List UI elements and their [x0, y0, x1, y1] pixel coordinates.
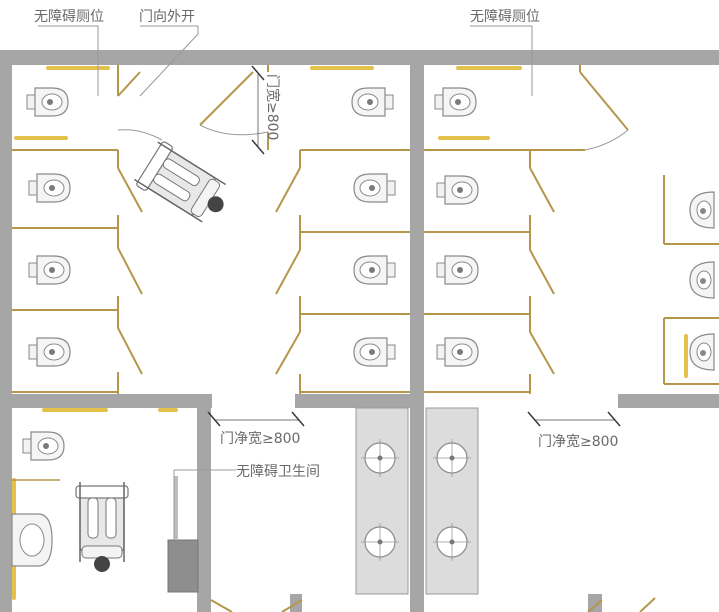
label-accessible-stall-right: 无障碍厕位	[470, 9, 540, 25]
wash-counters	[355, 407, 479, 595]
label-door-clear-width-left: 门净宽≥800	[220, 430, 300, 447]
accessible-washroom-fittings	[12, 476, 199, 593]
urinal-icon	[689, 191, 715, 371]
label-door-clear-width-right: 门净宽≥800	[538, 433, 618, 450]
dimension-markers	[207, 65, 621, 427]
walls	[0, 50, 719, 612]
label-door-width-vertical: 门宽≥800	[264, 74, 281, 140]
leader-lines	[38, 25, 533, 540]
washbasin-icon	[11, 438, 472, 567]
label-door-opens-outward: 门向外开	[139, 9, 195, 25]
door-swings	[117, 71, 656, 612]
stall-partitions	[12, 65, 719, 394]
wheelchair-user-icon	[75, 138, 237, 573]
label-accessible-stall-left: 无障碍厕位	[34, 9, 104, 25]
label-accessible-washroom: 无障碍卫生间	[236, 464, 320, 480]
